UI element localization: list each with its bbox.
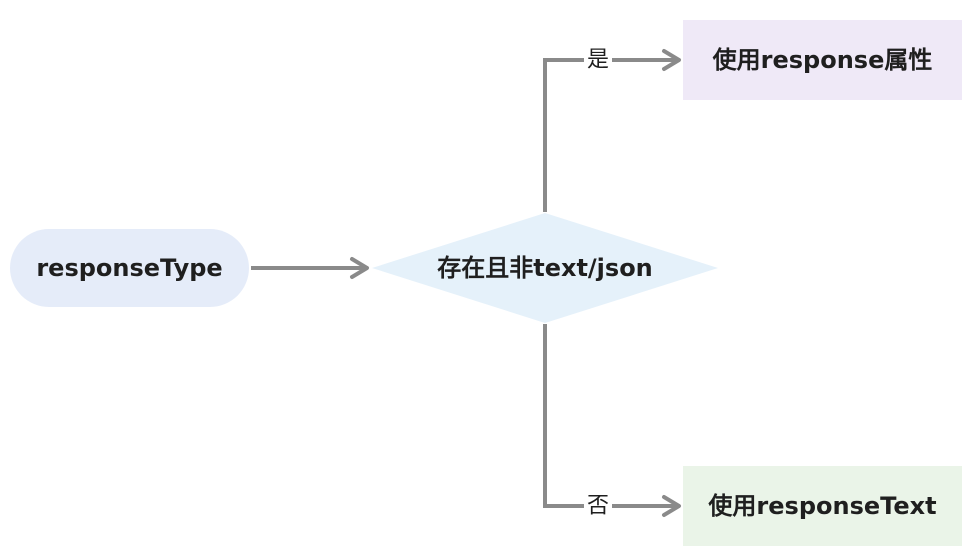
decision-node: 存在且非text/json [372, 213, 718, 323]
decision-node-label: 存在且非text/json [437, 254, 653, 282]
no-result-node-label: 使用responseText [707, 492, 936, 520]
yes-result-node: 使用response属性 [683, 20, 962, 100]
start-node-shape [10, 229, 249, 307]
arrowhead [662, 49, 681, 71]
edge-yes: 是 [543, 48, 681, 212]
edge-no-label: 否 [587, 494, 609, 519]
decision-node-shape [372, 213, 718, 323]
no-result-node: 使用responseText [683, 466, 962, 546]
arrowhead [662, 495, 681, 517]
start-node: responseType [10, 229, 249, 307]
yes-result-node-label: 使用response属性 [712, 46, 933, 74]
edge-start-to-decision [251, 257, 369, 279]
no-result-node-shape [683, 466, 962, 546]
arrowhead [350, 257, 369, 279]
edge-yes-label: 是 [587, 48, 609, 73]
edge-no: 否 [543, 324, 681, 519]
start-node-label: responseType [36, 254, 222, 282]
yes-result-node-shape [683, 20, 962, 100]
